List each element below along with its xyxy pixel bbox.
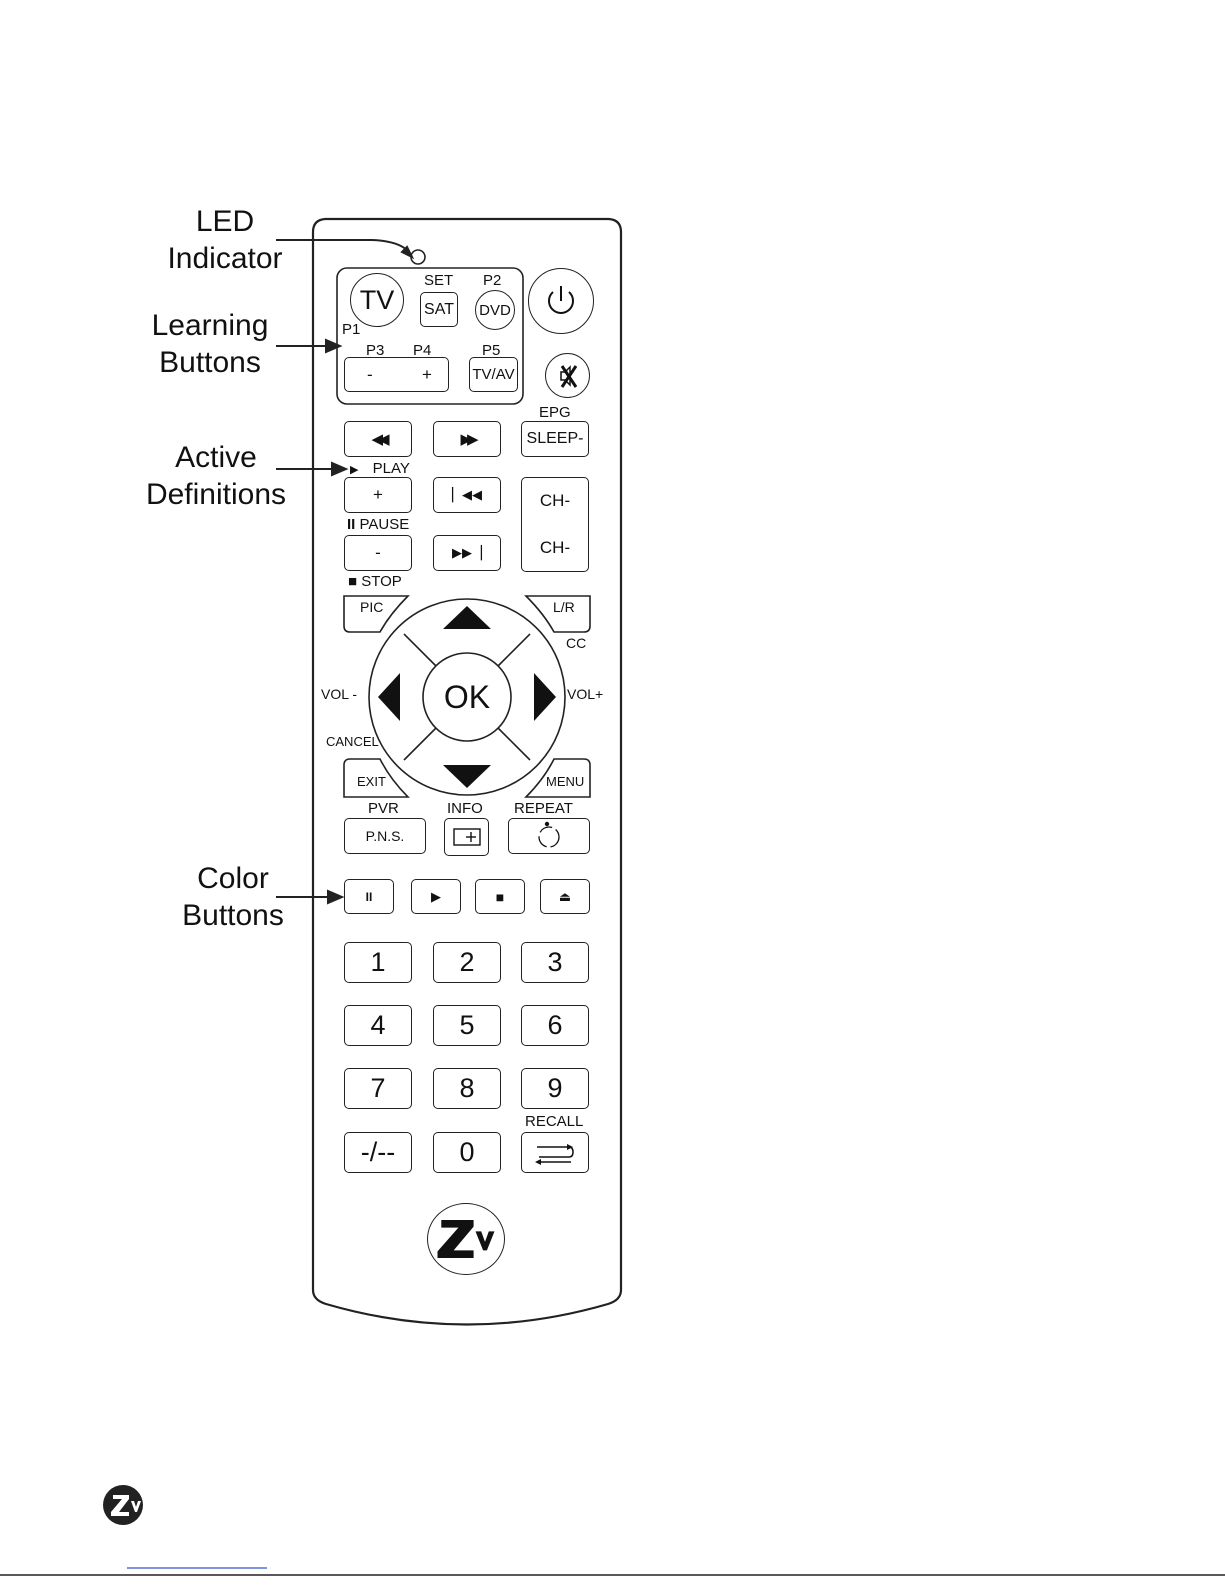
callout-active: Active Definitions — [140, 439, 292, 513]
info-label: INFO — [447, 801, 483, 817]
play-icon: ▶ — [350, 464, 358, 476]
stop-icon: ■ — [496, 889, 504, 905]
skip-next-button[interactable]: ▶▶▕ — [433, 535, 501, 571]
down-button[interactable] — [404, 762, 530, 792]
callout-active-line2: Definitions — [140, 476, 292, 513]
mute-icon — [553, 361, 583, 391]
recall-button[interactable] — [521, 1132, 589, 1173]
up-button[interactable] — [404, 602, 530, 632]
dvd-button[interactable]: DVD — [475, 290, 515, 330]
brand-logo-mark — [428, 1209, 504, 1269]
ok-button[interactable]: OK — [431, 671, 503, 723]
plus-button[interactable]: + — [344, 477, 412, 513]
power-button[interactable] — [528, 268, 594, 334]
vol-minus-button[interactable] — [370, 650, 406, 744]
recall-icon — [531, 1139, 579, 1167]
stop-text: STOP — [361, 573, 402, 590]
pns-button[interactable]: P.N.S. — [344, 818, 426, 854]
ch-up-label: CH- — [540, 491, 570, 511]
num-key-5[interactable]: 5 — [433, 1005, 501, 1046]
num-key-7[interactable]: 7 — [344, 1068, 412, 1109]
num-key-6[interactable]: 6 — [521, 1005, 589, 1046]
fast-forward-icon: ▶▶ — [460, 430, 473, 448]
stop-label: ■ STOP — [348, 574, 402, 590]
callout-led-line1: LED — [150, 203, 300, 240]
sat-button[interactable]: SAT — [420, 292, 458, 327]
skip-previous-icon: ▏◀◀ — [452, 487, 482, 503]
color-button-pause[interactable]: II — [344, 879, 394, 914]
brand-logo — [427, 1203, 505, 1275]
menu-label: MENU — [546, 774, 584, 790]
num-key-1[interactable]: 1 — [344, 942, 412, 983]
num-key-2[interactable]: 2 — [433, 942, 501, 983]
cc-label: CC — [566, 635, 586, 651]
num-key-0[interactable]: 0 — [433, 1132, 501, 1173]
power-icon — [541, 281, 581, 321]
callout-active-line1: Active — [140, 439, 292, 476]
vol-plus-label: VOL+ — [567, 686, 603, 702]
footer-logo-badge — [103, 1485, 143, 1525]
num-key-4[interactable]: 4 — [344, 1005, 412, 1046]
p2-label: P2 — [483, 273, 501, 289]
rewind-icon: ◀◀ — [371, 430, 384, 448]
set-label: SET — [424, 273, 453, 289]
tvav-button[interactable]: TV/AV — [469, 357, 518, 392]
eject-icon: ⏏ — [559, 889, 571, 905]
vol-minus-label: VOL - — [321, 686, 357, 702]
callout-learning-line2: Buttons — [135, 344, 285, 381]
fast-forward-button[interactable]: ▶▶ — [433, 421, 501, 457]
p1-label: P1 — [342, 322, 360, 338]
rocker-minus-label: - — [367, 365, 373, 385]
channel-rocker[interactable]: CH- CH- — [521, 477, 589, 572]
rocker-plus-label: + — [422, 365, 432, 385]
repeat-label: REPEAT — [514, 801, 573, 817]
repeat-icon — [533, 820, 565, 852]
pause-text: PAUSE — [360, 516, 410, 533]
callout-learning: Learning Buttons — [135, 307, 285, 381]
skip-previous-button[interactable]: ▏◀◀ — [433, 477, 501, 513]
callout-color-line2: Buttons — [158, 897, 308, 934]
pause-icon: II — [347, 516, 355, 533]
callout-led: LED Indicator — [150, 203, 300, 277]
cancel-label: CANCEL — [326, 734, 379, 750]
play-text: PLAY — [373, 460, 410, 477]
dash-key[interactable]: -/-- — [344, 1132, 412, 1173]
callout-color: Color Buttons — [158, 860, 308, 934]
repeat-button[interactable] — [508, 818, 590, 854]
p3-p4-rocker[interactable]: - + — [344, 357, 449, 392]
vol-plus-button[interactable] — [528, 650, 564, 744]
color-button-eject[interactable]: ⏏ — [540, 879, 590, 914]
callout-learning-line1: Learning — [135, 307, 285, 344]
epg-label: EPG — [539, 405, 571, 421]
callout-led-line2: Indicator — [150, 240, 300, 277]
exit-label: EXIT — [357, 774, 386, 790]
callout-color-line1: Color — [158, 860, 308, 897]
play-icon: ▶ — [431, 889, 441, 905]
ch-down-label: CH- — [540, 538, 570, 558]
rewind-button[interactable]: ◀◀ — [344, 421, 412, 457]
mute-button[interactable] — [545, 353, 590, 398]
color-button-stop[interactable]: ■ — [475, 879, 525, 914]
stop-icon: ■ — [348, 573, 357, 590]
info-button[interactable] — [444, 818, 489, 856]
color-button-play[interactable]: ▶ — [411, 879, 461, 914]
play-label: ▶ PLAY — [350, 461, 410, 478]
skip-next-icon: ▶▶▕ — [452, 545, 482, 561]
num-key-3[interactable]: 3 — [521, 942, 589, 983]
pause-icon: II — [366, 890, 373, 904]
num-key-9[interactable]: 9 — [521, 1068, 589, 1109]
recall-label: RECALL — [525, 1114, 583, 1130]
pvr-label: PVR — [368, 801, 399, 817]
sleep-button[interactable]: SLEEP- — [521, 421, 589, 457]
lr-label: L/R — [553, 599, 575, 615]
pause-label: II PAUSE — [347, 517, 409, 533]
minus-button[interactable]: - — [344, 535, 412, 571]
info-icon — [452, 826, 482, 848]
num-key-8[interactable]: 8 — [433, 1068, 501, 1109]
tv-button[interactable]: TV — [350, 273, 404, 327]
pic-label: PIC — [360, 599, 383, 615]
